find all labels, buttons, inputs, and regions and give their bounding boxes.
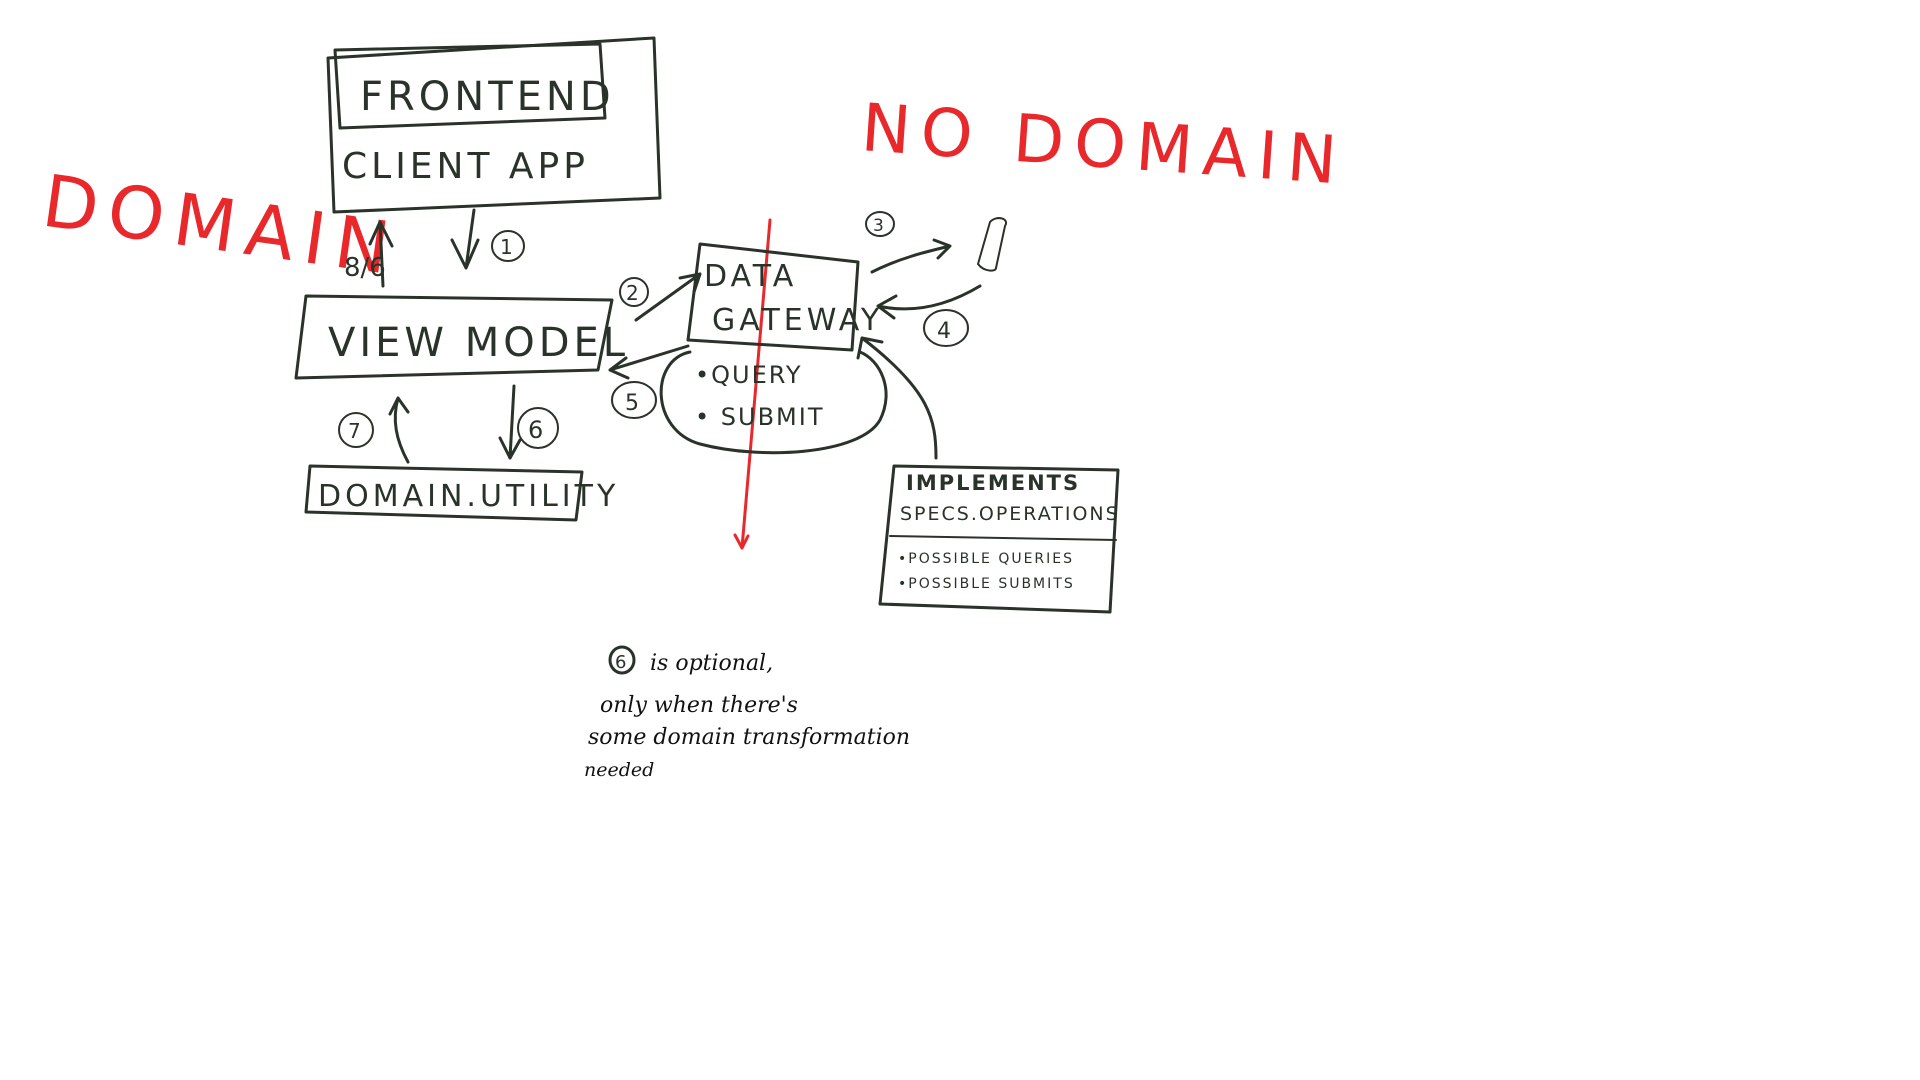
- arrow-viewmodel-to-frontend: [368, 220, 394, 288]
- domain-utility-label: DOMAIN.UTILITY: [318, 479, 619, 514]
- data-gateway-line2: GATEWAY: [712, 303, 883, 338]
- storage-cylinder: [977, 217, 1008, 272]
- arrow-utility-to-viewmodel: [388, 396, 410, 464]
- specs-operations-box: IMPLEMENTS SPECS.OPERATIONS •POSSIBLE QU…: [878, 464, 1120, 614]
- frontend-box: FRONTEND CLIENT APP: [326, 36, 662, 214]
- gateway-item-query: •QUERY: [695, 361, 803, 389]
- arrow-gateway-to-viewmodel: [608, 344, 690, 380]
- step-7-marker: 7: [338, 412, 374, 448]
- note-line-4: needed: [584, 759, 654, 781]
- arrow-gateway-to-storage: [870, 238, 952, 274]
- step-4-marker: 4: [923, 309, 969, 347]
- step-3-marker: 3: [865, 211, 895, 237]
- step-6-label: 6: [528, 416, 543, 444]
- gateway-operations-blob: [659, 350, 888, 455]
- step-2-marker: 2: [619, 277, 649, 307]
- step-4-label: 4: [937, 319, 951, 344]
- arrows: [368, 208, 982, 464]
- step-5-label: 5: [625, 391, 639, 416]
- step-3-label: 3: [873, 216, 884, 236]
- step-8-6-label: 8/6: [344, 253, 386, 283]
- data-gateway-line1: DATA: [704, 259, 797, 294]
- note-line-2: only when there's: [600, 693, 798, 718]
- note-marker: 6: [615, 652, 626, 673]
- specs-item-queries: •POSSIBLE QUERIES: [898, 551, 1074, 567]
- note-line-1: is optional,: [650, 651, 773, 676]
- step-1-marker: 1: [491, 230, 525, 262]
- view-model-box: VIEW MODEL: [294, 294, 629, 380]
- step-6-marker: 6: [517, 407, 559, 449]
- view-model-label: VIEW MODEL: [328, 320, 629, 366]
- step-5-marker: 5: [611, 381, 657, 419]
- data-gateway-box: DATA GATEWAY •QUERY • SUBMIT: [659, 242, 888, 455]
- domain-divider-line: [733, 218, 772, 550]
- gateway-item-submit: • SUBMIT: [695, 403, 825, 431]
- arrow-viewmodel-to-gateway: [634, 272, 702, 322]
- arrow-viewmodel-to-utility: [498, 384, 522, 460]
- step-7-label: 7: [348, 419, 361, 443]
- specs-line2: SPECS.OPERATIONS: [900, 503, 1120, 525]
- frontend-title: FRONTEND: [360, 74, 615, 120]
- note-line-3: some domain transformation: [588, 725, 910, 750]
- no-domain-zone-label: NO DOMAIN: [859, 89, 1349, 200]
- client-app-label: CLIENT APP: [342, 146, 589, 187]
- step-1-label: 1: [500, 235, 513, 259]
- domain-utility-box: DOMAIN.UTILITY: [304, 464, 619, 522]
- step-2-label: 2: [626, 281, 639, 305]
- specs-item-submits: •POSSIBLE SUBMITS: [898, 576, 1075, 592]
- arrow-storage-to-gateway: [876, 284, 982, 320]
- arrow-specs-to-gateway: [856, 336, 938, 460]
- optional-step-note: 6 is optional, only when there's some do…: [584, 645, 910, 781]
- arrow-frontend-to-viewmodel: [450, 208, 480, 270]
- specs-line1: IMPLEMENTS: [906, 471, 1080, 495]
- step-markers: 1 8/6 2 3 4 5 6 7: [338, 211, 969, 449]
